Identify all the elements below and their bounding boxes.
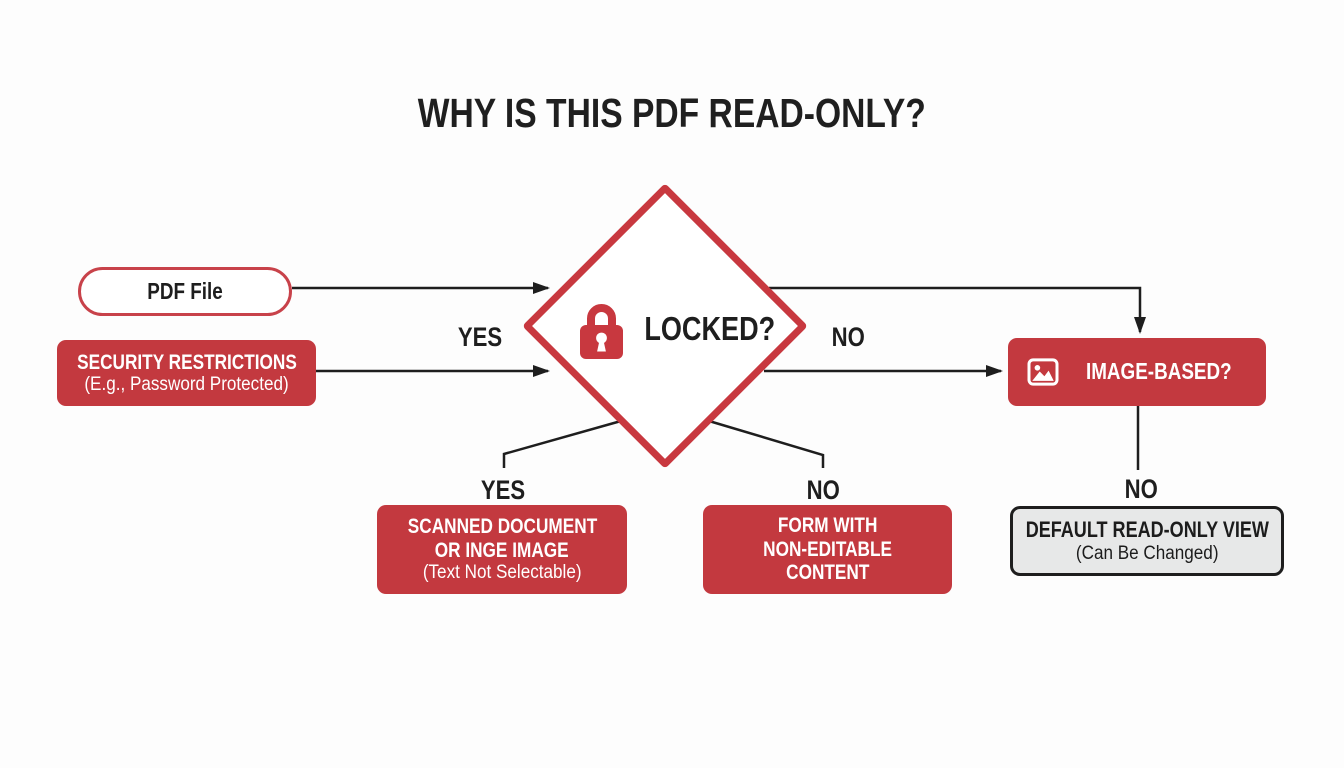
line-yes-branch (502, 419, 622, 468)
form-line1: FORM WITH (777, 514, 878, 538)
pdf-file-label: PDF File (147, 278, 223, 304)
arrow-top-to-image-based (769, 286, 1146, 334)
node-form-non-editable: FORM WITH NON-EDITABLE CONTENT (703, 505, 952, 594)
edge-label-yes-left-text: YES (457, 322, 503, 352)
edge-label-yes-bottom-text: YES (480, 475, 526, 505)
edge-label-no-bottom: NO (785, 475, 861, 506)
form-line2: NON-EDITABLE (763, 537, 892, 561)
line-no-branch (708, 419, 825, 468)
locked-label-wrap: LOCKED? (630, 310, 775, 348)
image-based-label: IMAGE-BASED? (1085, 358, 1232, 385)
scanned-line1: SCANNED DOCUMENT (407, 515, 597, 539)
node-pdf-file: PDF File (78, 267, 292, 316)
form-line3: CONTENT (785, 561, 870, 585)
node-image-based: IMAGE-BASED? (1008, 338, 1266, 406)
node-default-read-only: DEFAULT READ-ONLY VIEW (Can Be Changed) (1010, 506, 1284, 576)
page-title: WHY IS THIS PDF READ-ONLY? (0, 90, 1344, 137)
security-line1: SECURITY RESTRICTIONS (76, 350, 297, 374)
default-line2: (Can Be Changed) (1075, 542, 1219, 564)
default-line1: DEFAULT READ-ONLY VIEW (1025, 517, 1269, 543)
edge-label-yes-left: YES (440, 322, 520, 353)
node-scanned-document: SCANNED DOCUMENT OR INGE IMAGE (Text Not… (377, 505, 627, 594)
locked-label: LOCKED? (644, 310, 776, 347)
edge-label-no-image: NO (1103, 474, 1179, 505)
scanned-line2: OR INGE IMAGE (435, 538, 569, 562)
edge-label-no-right: NO (810, 322, 886, 353)
node-security-restrictions: SECURITY RESTRICTIONS (E.g., Password Pr… (57, 340, 316, 406)
edge-label-no-image-text: NO (1124, 474, 1158, 504)
edge-label-yes-bottom: YES (463, 475, 543, 506)
lock-icon (579, 301, 624, 360)
edge-label-no-right-text: NO (831, 322, 865, 352)
scanned-line3: (Text Not Selectable) (422, 562, 582, 584)
page-title-text: WHY IS THIS PDF READ-ONLY? (417, 90, 927, 136)
security-line2: (E.g., Password Protected) (84, 374, 289, 396)
edge-label-no-bottom-text: NO (806, 475, 840, 505)
image-icon (1027, 358, 1059, 386)
